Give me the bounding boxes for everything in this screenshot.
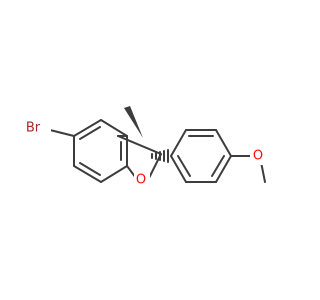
methyl-wedge-bond [124,106,143,138]
bond-c7-c7a [100,165,128,183]
double-bond-c6-c7 [79,162,101,176]
bond-p3-p4 [215,129,232,157]
bond-p1-p2 [170,129,187,157]
double-bond-p4-p5 [211,155,225,177]
double-bond-c4-c5 [79,126,101,140]
benzene-ring-left [73,119,128,183]
molecule-diagram: Br O O [25,106,266,189]
bond-o-ch3 [260,161,266,183]
bond-c3a-c4 [100,119,128,137]
hashed-wedge-bond [151,149,169,163]
ring-oxygen-label: O [136,173,146,188]
double-bond-p6-p1 [177,155,191,177]
bond-p4-p5 [215,155,232,183]
bond-c3-c2 [117,135,162,155]
bond-c6-c7 [73,165,102,183]
bond-c4-c5 [73,119,102,137]
bond-p6-p1 [170,155,187,183]
bromine-label: Br [26,121,41,136]
methoxy-oxygen-label: O [253,149,263,164]
phenyl-ring-right [170,129,232,183]
